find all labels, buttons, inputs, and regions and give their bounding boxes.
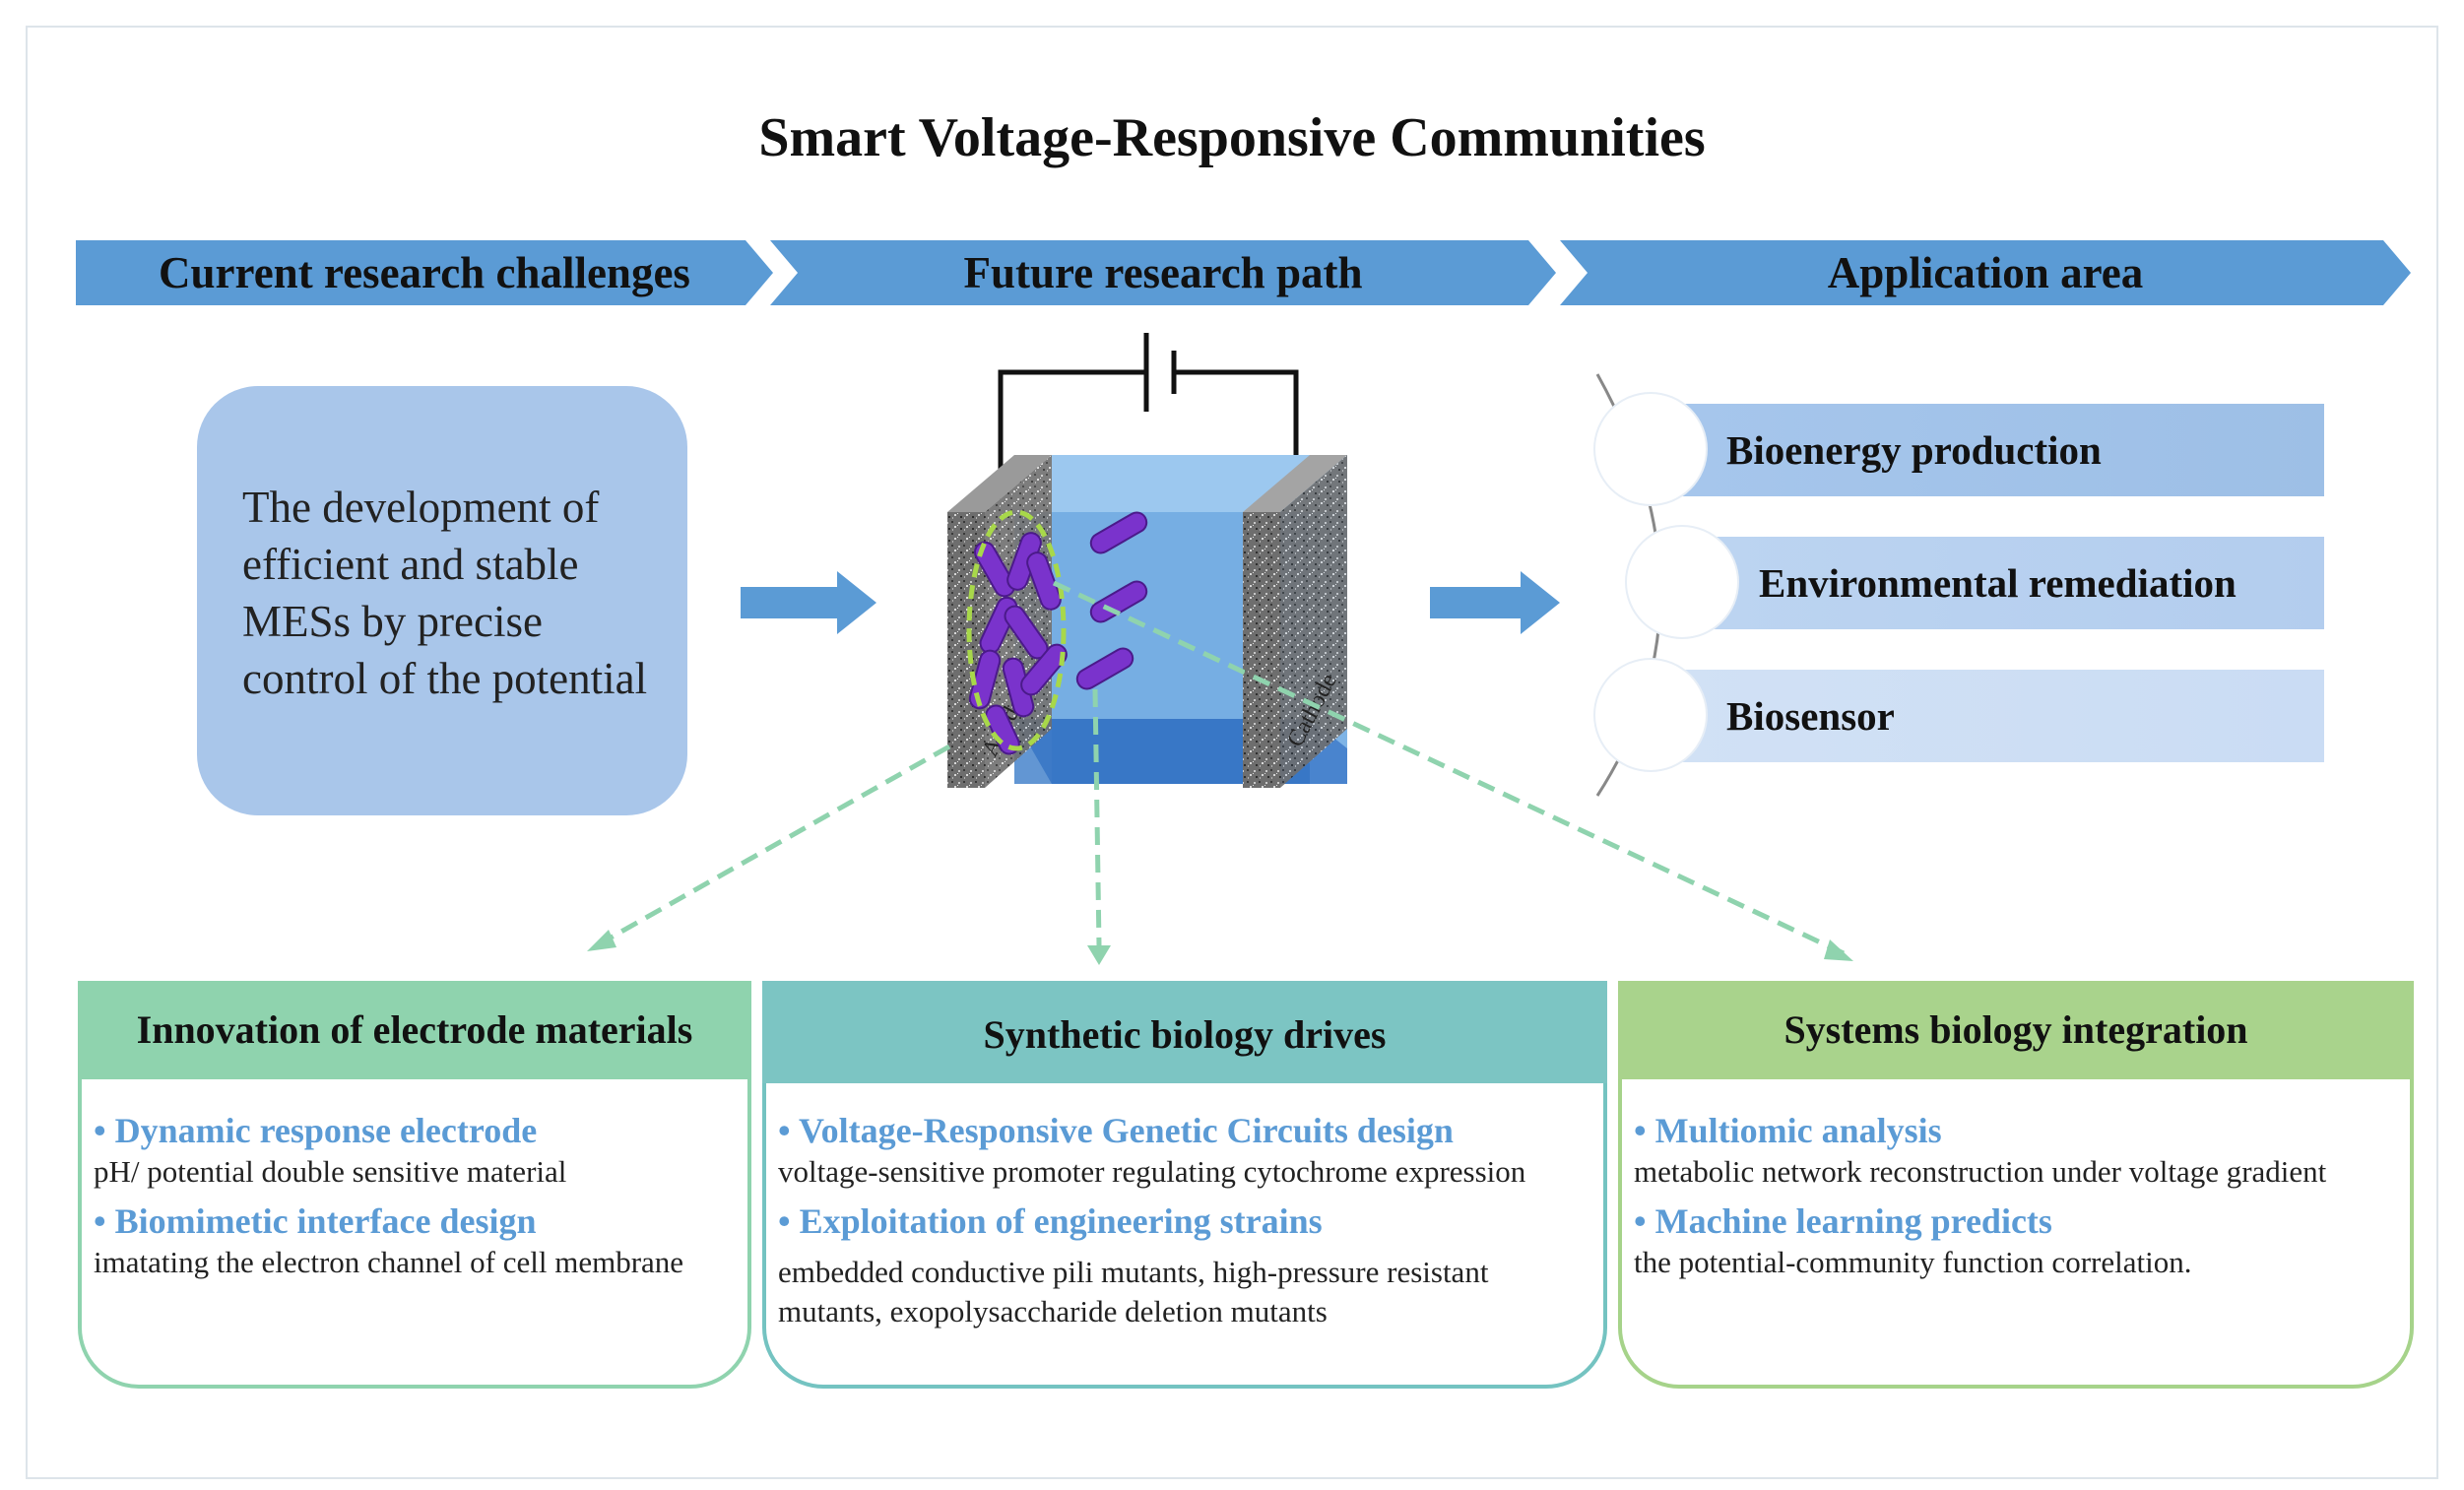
challenge-line: The development of	[242, 483, 600, 532]
arrow-to-applications	[1430, 571, 1560, 634]
challenge-box: The development of efficient and stable …	[197, 386, 687, 815]
banner-application-area: Application area	[1560, 240, 2411, 305]
challenge-line: control of the potential	[242, 654, 648, 703]
cathode-plate	[1243, 512, 1280, 788]
box-systems-biology: Systems biology integration • Multiomic …	[1618, 981, 2414, 1389]
box-title: Systems biology integration	[1618, 981, 2414, 1079]
item-text: voltage-sensitive promoter regulating cy…	[778, 1154, 1526, 1189]
dashed-arrowhead	[1824, 939, 1853, 961]
banner-future-path: Future research path	[770, 240, 1556, 305]
biofilm-bacteria	[968, 532, 1068, 755]
application-bioenergy: Bioenergy production	[1679, 404, 2324, 496]
application-biosensor: Biosensor	[1679, 670, 2324, 762]
box-title: Innovation of electrode materials	[78, 981, 751, 1079]
item-heading: • Multiomic analysis	[1634, 1111, 1942, 1150]
application-environmental: Environmental remediation	[1712, 537, 2324, 629]
item-heading: • Voltage-Responsive Genetic Circuits de…	[778, 1111, 1454, 1150]
item-text: pH/ potential double sensitive material	[94, 1154, 567, 1189]
bullet-circle	[1595, 660, 1706, 770]
dashed-arrowhead	[587, 930, 616, 951]
power-source-circuit	[998, 333, 1299, 473]
box-electrode-materials: Innovation of electrode materials • Dyna…	[78, 981, 751, 1389]
anode-plate	[947, 512, 985, 788]
item-heading: • Dynamic response electrode	[94, 1111, 538, 1150]
bullet-circle	[1595, 394, 1706, 504]
item-text: imatating the electron channel of cell m…	[94, 1245, 684, 1279]
dashed-arrows	[595, 580, 1846, 956]
item-heading: • Biomimetic interface design	[94, 1201, 537, 1241]
item-text: metabolic network reconstruction under v…	[1634, 1154, 2327, 1189]
challenge-line: efficient and stable	[242, 540, 579, 589]
challenge-line: MESs by precise	[242, 597, 543, 646]
item-text: embedded conductive pili mutants, high-p…	[778, 1255, 1489, 1328]
arrow-to-reactor	[741, 571, 876, 634]
bullet-circle	[1627, 527, 1737, 637]
item-heading: • Exploitation of engineering strains	[778, 1201, 1323, 1241]
figure-title: Smart Voltage-Responsive Communities	[758, 107, 1706, 168]
item-heading: • Machine learning predicts	[1634, 1201, 2052, 1241]
planktonic-bacteria	[1075, 511, 1148, 690]
dashed-arrowhead	[1087, 945, 1111, 965]
banner-current-challenges: Current research challenges	[76, 240, 773, 305]
figure-frame	[26, 26, 2438, 1479]
anode-plate-top	[947, 455, 1052, 512]
electrochemical-reactor: Anode Cathode	[947, 455, 1347, 788]
box-synthetic-biology: Synthetic biology drives • Voltage-Respo…	[762, 981, 1607, 1389]
cathode-plate-top	[1243, 455, 1347, 512]
box-title: Synthetic biology drives	[762, 981, 1607, 1083]
biofilm-outline	[966, 509, 1067, 751]
item-text: the potential-community function correla…	[1634, 1245, 2192, 1279]
